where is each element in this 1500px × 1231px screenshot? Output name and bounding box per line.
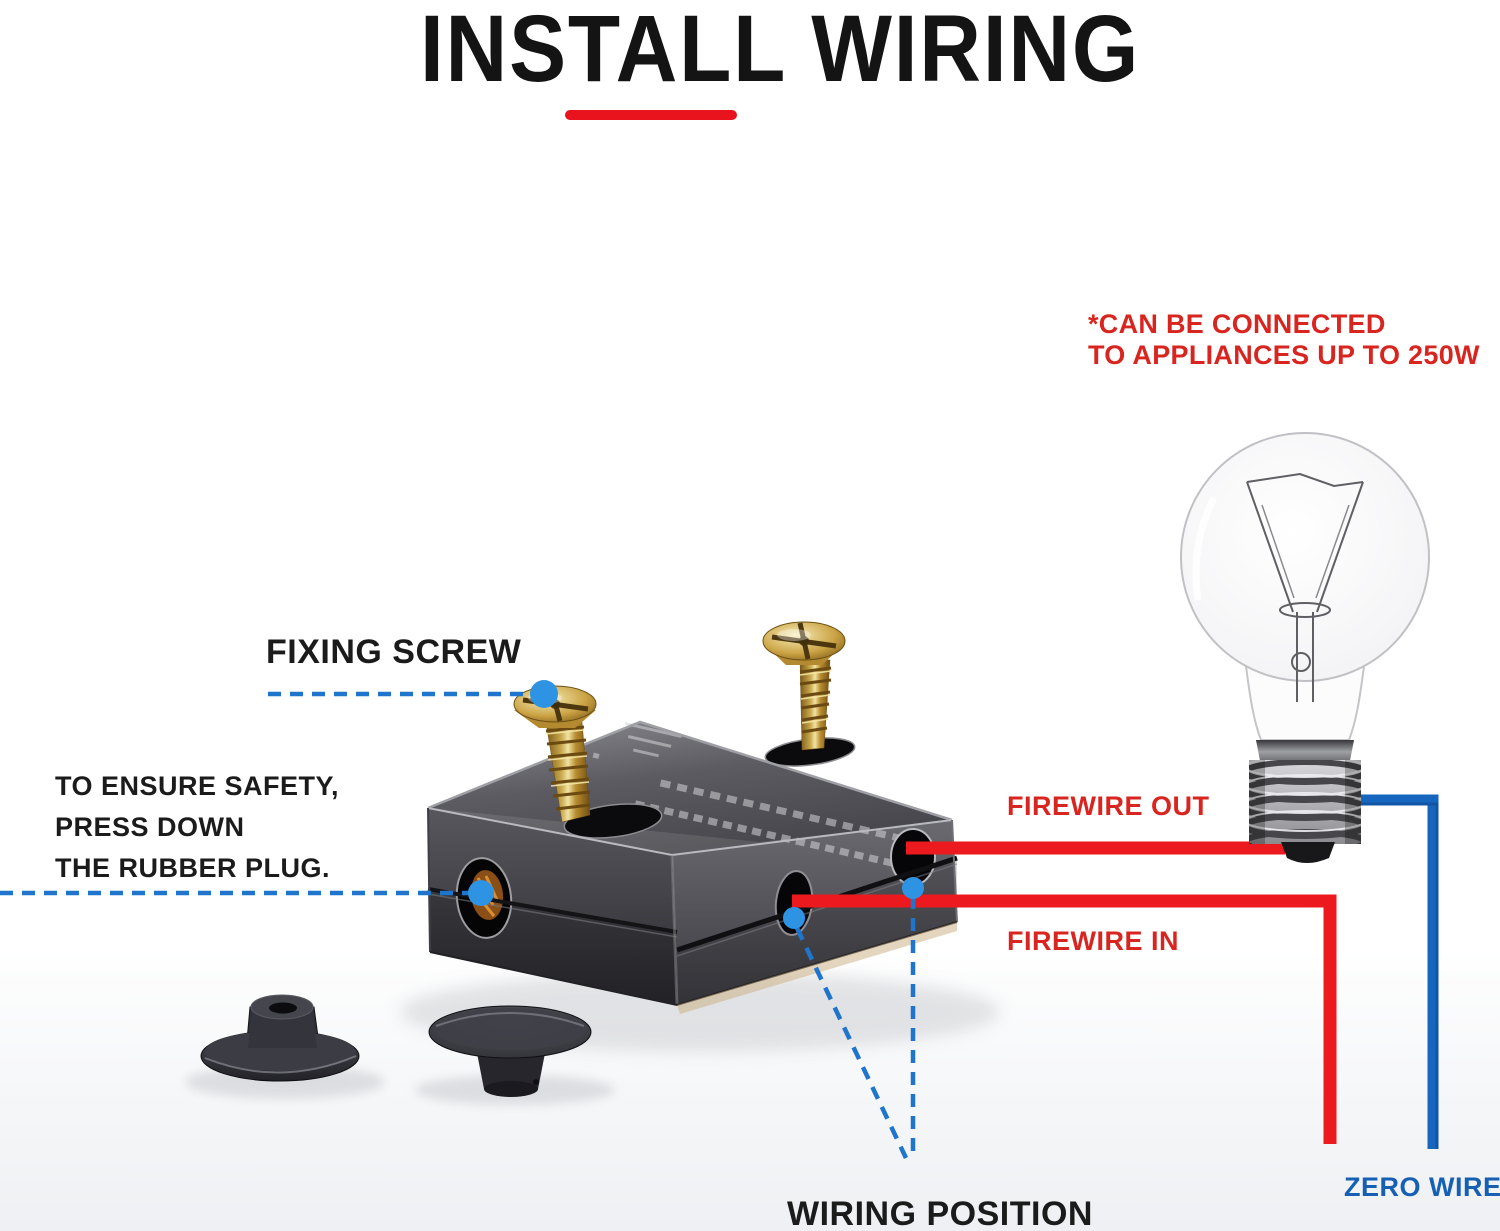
pointer-dot-wiring-in: [783, 907, 805, 929]
firewire-out-label: FIREWIRE OUT: [1007, 791, 1210, 821]
zero-wire-label: ZERO WIRE: [1344, 1172, 1500, 1202]
bulb-glass: [1180, 432, 1430, 682]
safety-note-line2: PRESS DOWN: [55, 812, 245, 842]
safety-note-line1: TO ENSURE SAFETY,: [55, 771, 340, 801]
light-bulb: [1180, 432, 1430, 863]
box-right-face: [672, 820, 957, 1005]
capacity-note-line1: *CAN BE CONNECTED: [1088, 309, 1386, 339]
pointer-dot-fixing-screw: [530, 680, 558, 708]
rubber-plug-flat: [200, 994, 360, 1082]
bulb-base-collar: [1256, 740, 1354, 766]
fixing-screw-right: [762, 621, 846, 751]
page-title: INSTALL WIRING: [420, 0, 1141, 102]
capacity-note-line2: TO APPLIANCES UP TO 250W: [1088, 340, 1480, 370]
bulb-filament: [1246, 472, 1364, 702]
firewire-in-label: FIREWIRE IN: [1007, 926, 1179, 956]
wires: [792, 794, 1439, 1149]
junction-box: [427, 720, 958, 1014]
wiring-position-label: WIRING POSITION: [787, 1195, 1093, 1231]
capacity-note: *CAN BE CONNECTED TO APPLIANCES UP TO 25…: [1088, 309, 1480, 371]
zero-wire-line: [1350, 794, 1439, 1149]
fixing-screw-label: FIXING SCREW: [266, 633, 522, 671]
safety-note: TO ENSURE SAFETY, PRESS DOWN THE RUBBER …: [55, 766, 339, 889]
rubber-plug-dome: [428, 1005, 592, 1097]
title-underline: [565, 110, 737, 120]
firewire-in-wire: [792, 894, 1337, 1144]
pointer-lines: [0, 680, 924, 1159]
pointer-dot-rubber-plug: [468, 880, 494, 906]
bulb-base-tip: [1281, 842, 1335, 863]
safety-note-line3: THE RUBBER PLUG.: [55, 853, 331, 883]
pointer-dot-wiring-out: [902, 877, 924, 899]
box-front-face: [428, 808, 677, 1005]
